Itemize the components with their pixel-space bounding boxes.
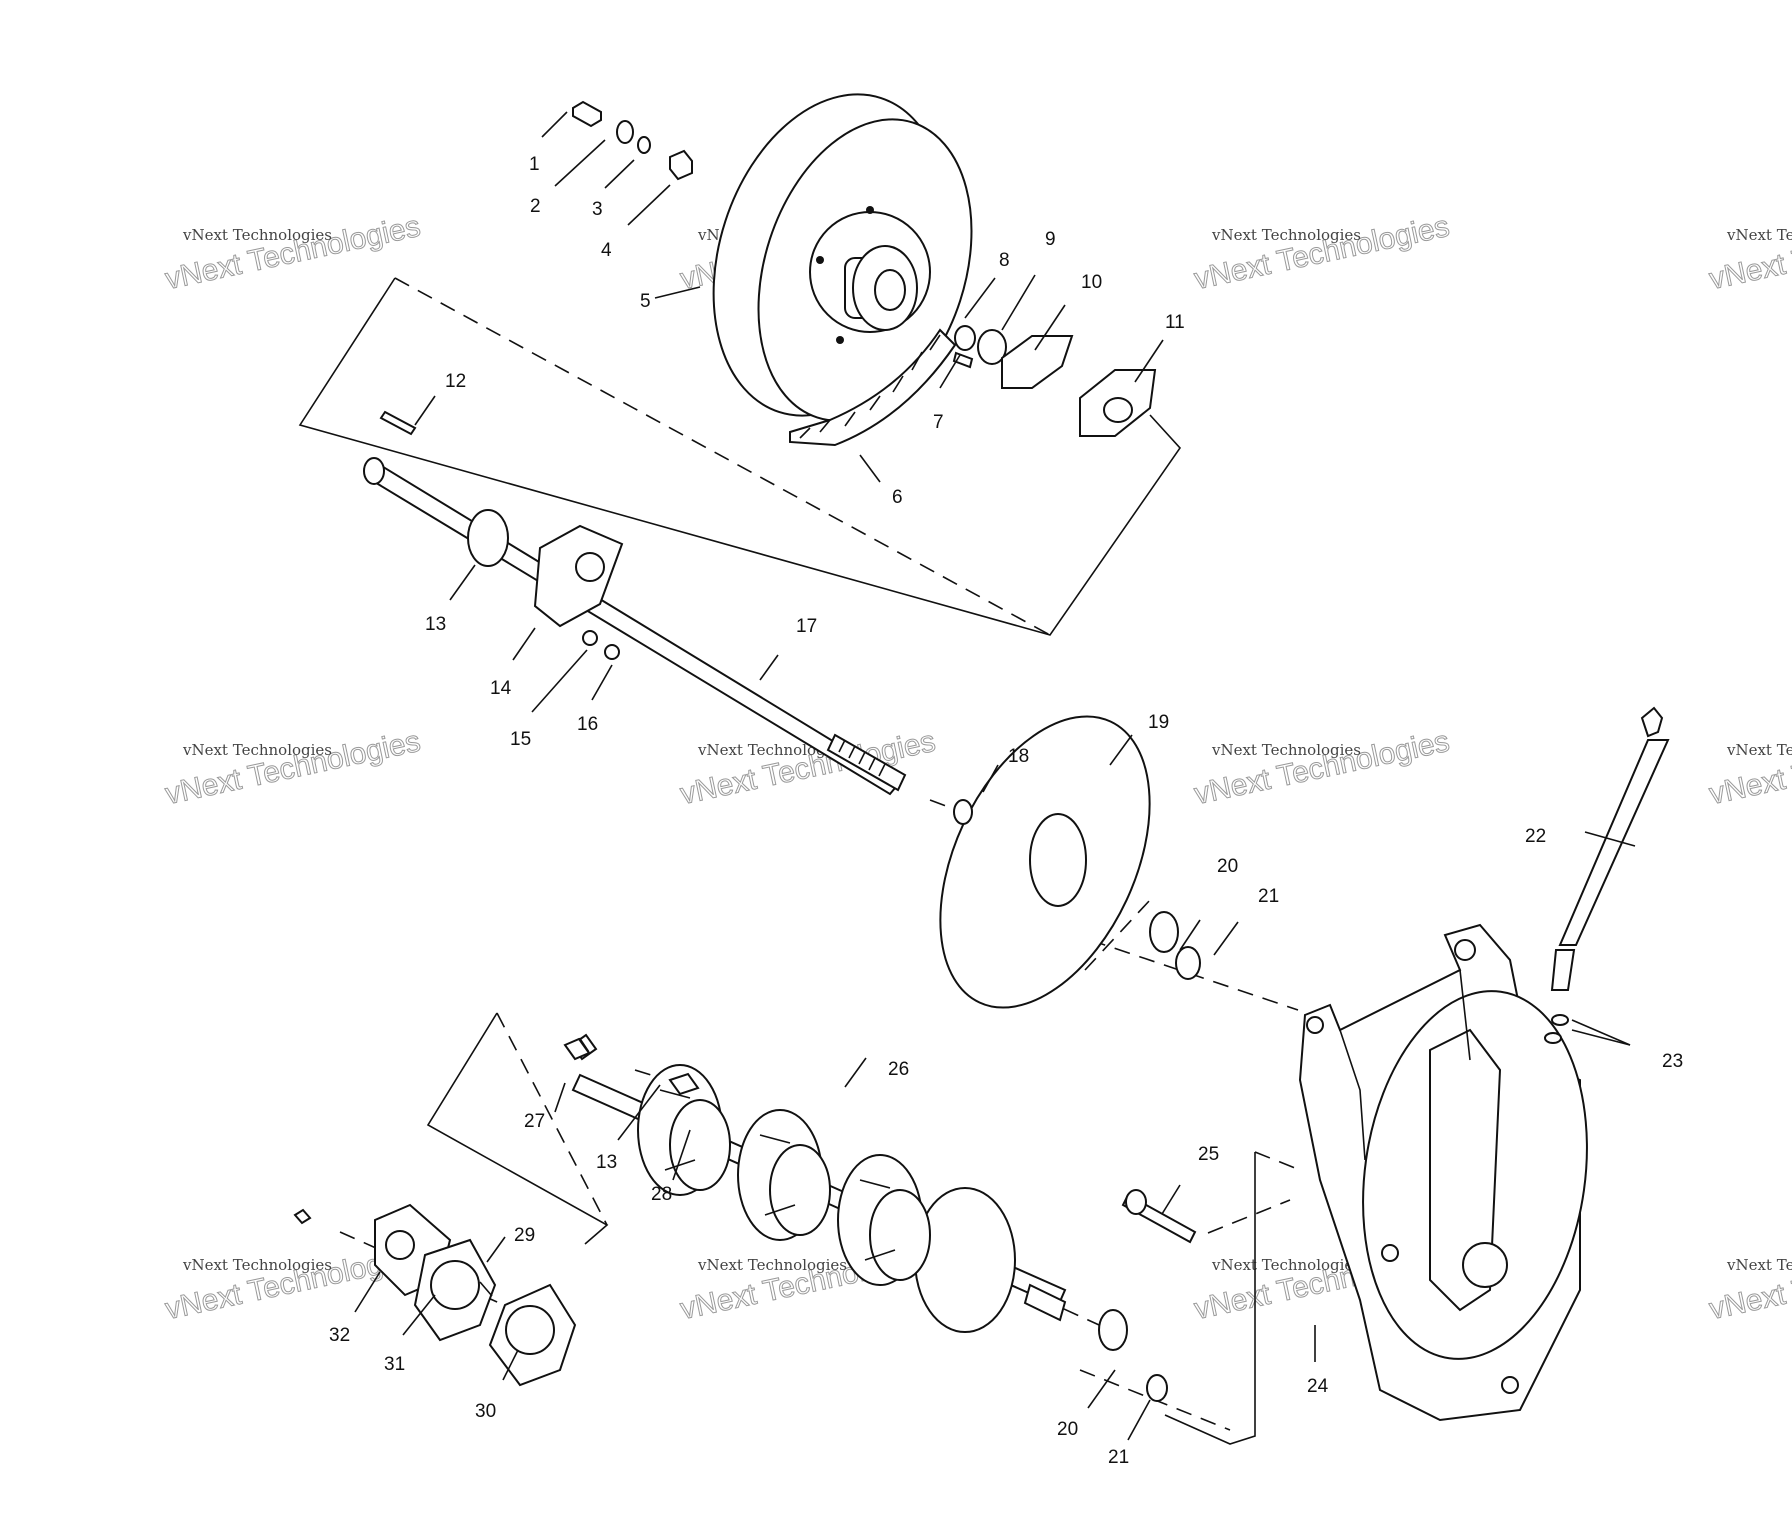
watermark-small: vNext Technologies bbox=[1726, 741, 1792, 759]
watermark-small: vNext Technologies bbox=[1726, 226, 1792, 244]
callout-32: 32 bbox=[329, 1325, 350, 1346]
nut-27 bbox=[563, 1037, 591, 1061]
dipstick bbox=[1544, 706, 1670, 1044]
lower-assembly-bracket-left bbox=[426, 1012, 609, 1245]
driven-pulley bbox=[712, 93, 973, 422]
callout-9: 9 bbox=[1045, 229, 1056, 250]
callout-1: 1 bbox=[529, 154, 540, 175]
watermark-small: vNext Technologies bbox=[697, 1256, 847, 1274]
callout-13-upper: 13 bbox=[425, 614, 446, 635]
callout-20-upper: 20 bbox=[1217, 856, 1238, 877]
callout-14: 14 bbox=[490, 678, 512, 699]
callout-21-upper: 21 bbox=[1258, 886, 1279, 907]
watermark-large: vNext Technologies bbox=[162, 210, 423, 296]
callout-11: 11 bbox=[1165, 312, 1185, 333]
callout-2: 2 bbox=[530, 196, 541, 217]
watermark-large: vNext Technologies bbox=[1191, 210, 1452, 296]
callout-26: 26 bbox=[888, 1059, 909, 1080]
callout-31: 31 bbox=[384, 1354, 405, 1375]
watermark-small: vNext Technologies bbox=[1726, 1256, 1792, 1274]
callout-15: 15 bbox=[510, 729, 531, 750]
callout-29: 29 bbox=[514, 1225, 535, 1246]
callout-18: 18 bbox=[1008, 746, 1029, 767]
callout-6: 6 bbox=[892, 487, 903, 508]
watermark-large: vNext Technologies bbox=[1706, 725, 1792, 811]
callout-22: 22 bbox=[1525, 826, 1546, 847]
callout-20-lower: 20 bbox=[1057, 1419, 1078, 1440]
callout-10: 10 bbox=[1081, 272, 1102, 293]
callout-19: 19 bbox=[1148, 712, 1169, 733]
callout-numbers: 1 2 3 4 5 6 7 8 9 10 11 12 13 14 15 16 1… bbox=[329, 154, 1683, 1468]
callout-24: 24 bbox=[1307, 1376, 1329, 1397]
callout-17: 17 bbox=[796, 616, 817, 637]
callout-16: 16 bbox=[577, 714, 598, 735]
callout-28: 28 bbox=[651, 1184, 672, 1205]
watermark-small: vNext Technologies bbox=[1211, 741, 1361, 759]
callout-3: 3 bbox=[592, 199, 603, 220]
track-driveshaft bbox=[570, 1033, 1067, 1333]
watermark-large: vNext Technologies bbox=[1706, 1240, 1792, 1326]
pulley-fasteners bbox=[572, 100, 1157, 437]
lower-assembly-bracket-right bbox=[1164, 1152, 1256, 1445]
leader-lines bbox=[354, 111, 1636, 1441]
driveshaft-assembly-bracket bbox=[298, 277, 1182, 636]
callout-27: 27 bbox=[524, 1111, 545, 1132]
watermark-small: vNext Technologies bbox=[182, 741, 332, 759]
watermark-small: vNext Technologies bbox=[182, 226, 332, 244]
bolt-25 bbox=[1121, 1189, 1197, 1244]
watermark-small: vNext Technologies bbox=[182, 1256, 332, 1274]
callout-5: 5 bbox=[640, 291, 651, 312]
jackshaft bbox=[363, 410, 907, 796]
watermark-large: vNext Technologies bbox=[1706, 210, 1792, 296]
drive-belt bbox=[789, 328, 957, 447]
bearing-plates bbox=[293, 1037, 590, 1387]
callout-8: 8 bbox=[999, 250, 1010, 271]
watermark-small: vNext Technologies bbox=[1211, 226, 1361, 244]
chaincase-housing bbox=[1298, 923, 1588, 1422]
callout-12: 12 bbox=[445, 371, 466, 392]
callout-4: 4 bbox=[601, 240, 612, 261]
callout-30: 30 bbox=[475, 1401, 496, 1422]
callout-25: 25 bbox=[1198, 1144, 1219, 1165]
callout-23: 23 bbox=[1662, 1051, 1683, 1072]
watermark-large: vNext Technologies bbox=[162, 725, 423, 811]
callout-13-lower: 13 bbox=[596, 1152, 617, 1173]
callout-21-lower: 21 bbox=[1108, 1447, 1129, 1468]
watermark-small: vNext Technologies bbox=[1211, 1256, 1361, 1274]
watermark-large: vNext Technologies bbox=[1191, 725, 1452, 811]
brake-disc bbox=[939, 715, 1201, 1402]
callout-7: 7 bbox=[933, 412, 944, 433]
